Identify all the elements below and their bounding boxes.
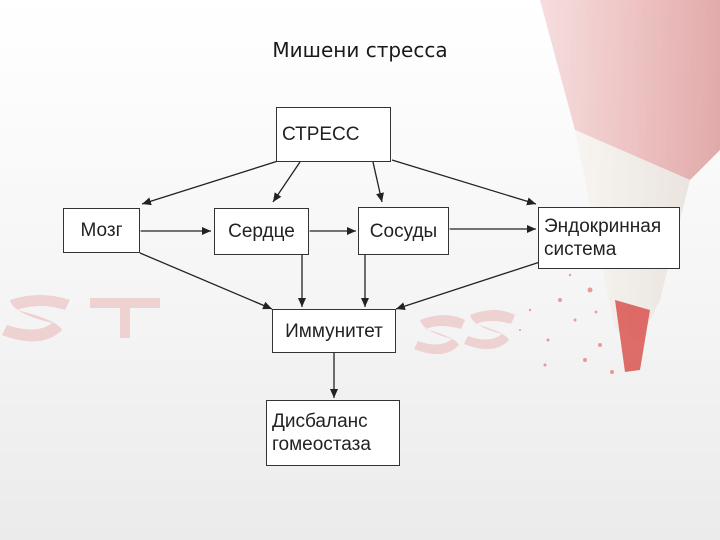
node-imbalance: Дисбаланс гомеостаза (266, 400, 400, 466)
node-endocrine-label: Эндокринная система (544, 216, 662, 260)
node-brain: Мозг (63, 208, 140, 253)
edge-brain-immunity (139, 252, 273, 310)
slide-title: Мишени стресса (272, 38, 448, 62)
edge-endocrine-immunity (395, 261, 541, 311)
node-vessels: Сосуды (358, 207, 449, 255)
edge-stress-endocrine (391, 159, 537, 206)
edge-stress-vessels (372, 161, 384, 203)
node-stress-label: СТРЕСС (282, 124, 360, 145)
node-imbalance-label: Дисбаланс гомеостаза (272, 411, 371, 455)
node-vessels-label: Сосуды (369, 220, 438, 242)
node-heart: Сердце (214, 208, 309, 255)
node-heart-label: Сердце (228, 221, 295, 242)
node-brain-label: Мозг (80, 220, 123, 241)
node-immunity: Иммунитет (272, 309, 396, 353)
edge-stress-heart (272, 161, 301, 203)
node-stress: СТРЕСС (276, 107, 391, 162)
edge-stress-brain (141, 160, 279, 206)
node-endocrine: Эндокринная система (538, 207, 680, 269)
node-immunity-label: Иммунитет (285, 320, 383, 342)
